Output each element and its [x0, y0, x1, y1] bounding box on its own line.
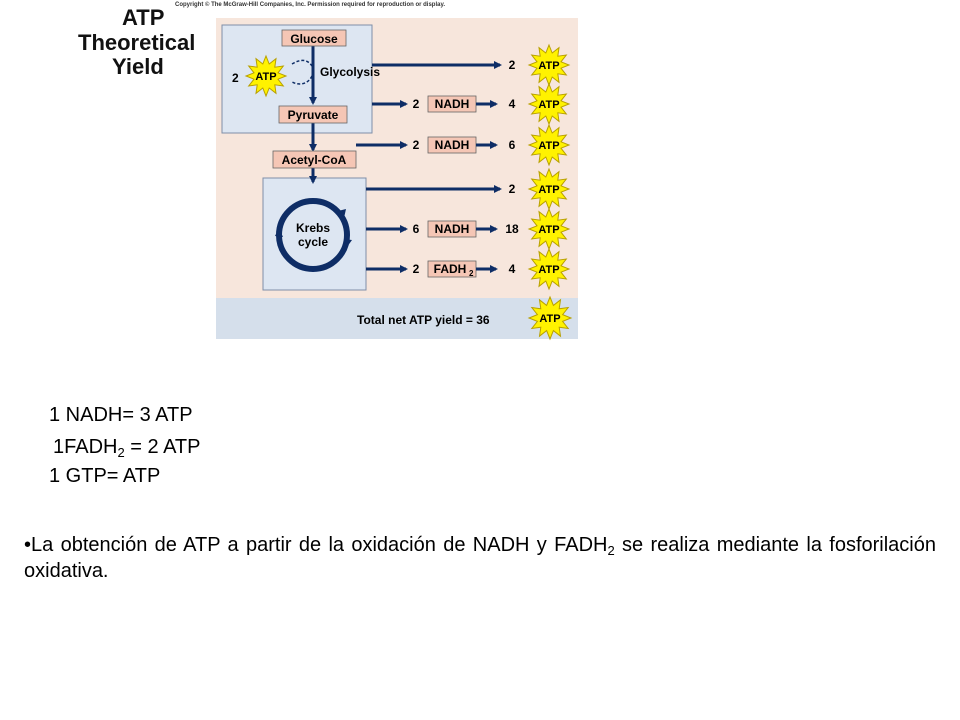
glucose-label: Glucose: [290, 32, 338, 46]
bullet-sub: 2: [607, 543, 615, 558]
yield-row: 2 ATP: [372, 43, 571, 87]
carrier-count: 2: [413, 97, 420, 111]
atp-star: [527, 247, 571, 291]
arrow-atp-output-curve: [291, 75, 313, 85]
atp-star: [527, 123, 571, 167]
atp-input-star: [244, 54, 288, 98]
atp-label: ATP: [538, 184, 559, 196]
acetyl-coa-label: Acetyl-CoA: [282, 153, 347, 167]
bullet-paragraph: •La obtención de ATP a partir de la oxid…: [24, 532, 936, 584]
carrier-subscript: 2: [469, 269, 474, 278]
krebs-arrow-right: [344, 239, 352, 247]
carrier-label: NADH: [435, 222, 470, 236]
yield-row: 2 NADH 4 ATP: [372, 82, 571, 126]
krebs-arrow-top: [338, 209, 346, 218]
atp-total-label: ATP: [539, 313, 560, 325]
carrier-count: 6: [413, 222, 420, 236]
carrier-count: 2: [413, 138, 420, 152]
glucose-box: [281, 29, 347, 47]
atp-total-star: [527, 295, 573, 341]
note-fadh-sub: 2: [117, 445, 125, 460]
atp-input-label: ATP: [255, 71, 276, 83]
krebs-label-line-1: Krebs: [296, 221, 330, 235]
title-line-2: Theoretical: [78, 30, 195, 55]
carrier-count: 2: [413, 262, 420, 276]
glycolysis-label: Glycolysis: [320, 65, 380, 79]
carrier-label: FADH: [434, 262, 467, 276]
atp-label: ATP: [538, 264, 559, 276]
note-gtp-equivalence: 1 GTP= ATP: [49, 465, 161, 487]
note-fadh-prefix: 1FADH: [53, 436, 118, 458]
atp-label: ATP: [538, 99, 559, 111]
title-line-3: Yield: [112, 54, 164, 79]
atp-count: 6: [509, 138, 516, 152]
note-fadh-suffix: = 2 ATP: [124, 436, 201, 458]
krebs-arrow-left: [275, 228, 283, 237]
atp-count: 2: [509, 182, 516, 196]
atp-count: 2: [509, 58, 516, 72]
atp-count: 4: [509, 97, 516, 111]
atp-label: ATP: [538, 140, 559, 152]
glycolysis-input-count: 2: [232, 71, 239, 85]
carrier-label: NADH: [435, 97, 470, 111]
arrow-atp-input-curve: [291, 59, 313, 67]
bullet-text-2: se realiza mediante la fosforilación oxi…: [24, 534, 936, 582]
total-bar: [216, 298, 578, 339]
acetyl-coa-box: [272, 150, 357, 169]
yield-row: 6 NADH 18 ATP: [366, 207, 571, 251]
atp-label: ATP: [538, 60, 559, 72]
krebs-label-line-2: cycle: [298, 235, 328, 249]
yield-row: 2 NADH 6 ATP: [356, 123, 571, 167]
atp-count: 18: [505, 222, 519, 236]
pyruvate-box: [278, 105, 348, 124]
note-fadh-equivalence: 1FADH2 = 2 ATP: [53, 436, 200, 459]
title-line-1: ATP: [122, 5, 164, 30]
atp-count: 4: [509, 262, 516, 276]
copyright-line: Copyright © The McGraw-Hill Companies, I…: [175, 1, 445, 8]
total-yield-label: Total net ATP yield = 36: [357, 313, 490, 327]
atp-label: ATP: [538, 224, 559, 236]
bullet-text-1: •La obtención de ATP a partir de la oxid…: [24, 534, 608, 556]
pyruvate-label: Pyruvate: [288, 108, 339, 122]
note-nadh-equivalence: 1 NADH= 3 ATP: [49, 404, 193, 426]
carrier-label: NADH: [435, 138, 470, 152]
